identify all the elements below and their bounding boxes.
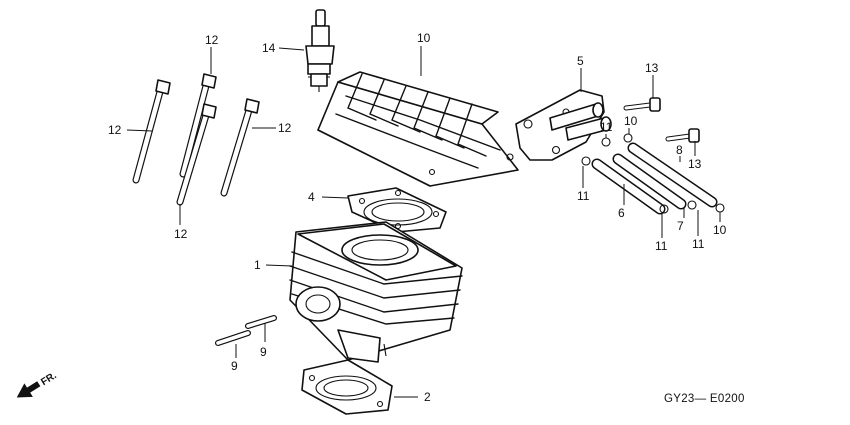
housing-bolt bbox=[623, 97, 700, 143]
callout-9-left: 9 bbox=[231, 359, 238, 373]
spark-plug bbox=[305, 9, 335, 92]
front-arrow: FR. bbox=[16, 370, 59, 398]
callout-11-b: 11 bbox=[577, 189, 590, 203]
head-gasket bbox=[347, 187, 447, 233]
callout-1: 1 bbox=[254, 258, 261, 272]
callout-4: 4 bbox=[308, 190, 315, 204]
cylinder-head bbox=[317, 71, 519, 187]
callout-12-right: 12 bbox=[278, 121, 292, 135]
callout-labels: 14 12 12 12 12 10 5 13 4 1 2 9 9 11 10 1… bbox=[108, 31, 727, 404]
callout-11-a: 11 bbox=[600, 120, 613, 134]
callout-11-c: 11 bbox=[655, 239, 668, 253]
cylinder-head-bolt bbox=[132, 73, 260, 206]
callout-14: 14 bbox=[262, 41, 276, 55]
front-arrow-label: FR. bbox=[39, 370, 59, 388]
callout-13-top: 13 bbox=[645, 61, 659, 75]
callout-6: 6 bbox=[618, 206, 625, 220]
joint-housing bbox=[515, 89, 612, 161]
leader-lines bbox=[126, 46, 721, 398]
callout-7: 7 bbox=[677, 219, 684, 233]
callout-10-a: 10 bbox=[624, 114, 638, 128]
callout-12-top: 12 bbox=[205, 33, 219, 47]
callout-5: 5 bbox=[577, 54, 584, 68]
diagram-code: GY23— E0200 bbox=[664, 393, 745, 405]
water-pipe bbox=[591, 142, 718, 215]
cylinder bbox=[289, 221, 463, 363]
stud-bolt bbox=[215, 315, 277, 346]
callout-2: 2 bbox=[424, 390, 431, 404]
callout-12-bottom: 12 bbox=[174, 227, 188, 241]
callout-12-left: 12 bbox=[108, 123, 122, 137]
callout-13-right: 13 bbox=[688, 157, 702, 171]
callout-10-b: 10 bbox=[713, 223, 727, 237]
callout-9-right: 9 bbox=[260, 345, 267, 359]
cooling-fins bbox=[335, 73, 501, 169]
callout-8: 8 bbox=[676, 143, 683, 157]
callout-3: 10 bbox=[417, 31, 431, 45]
callout-11-d: 11 bbox=[692, 237, 705, 251]
base-gasket bbox=[301, 359, 393, 415]
